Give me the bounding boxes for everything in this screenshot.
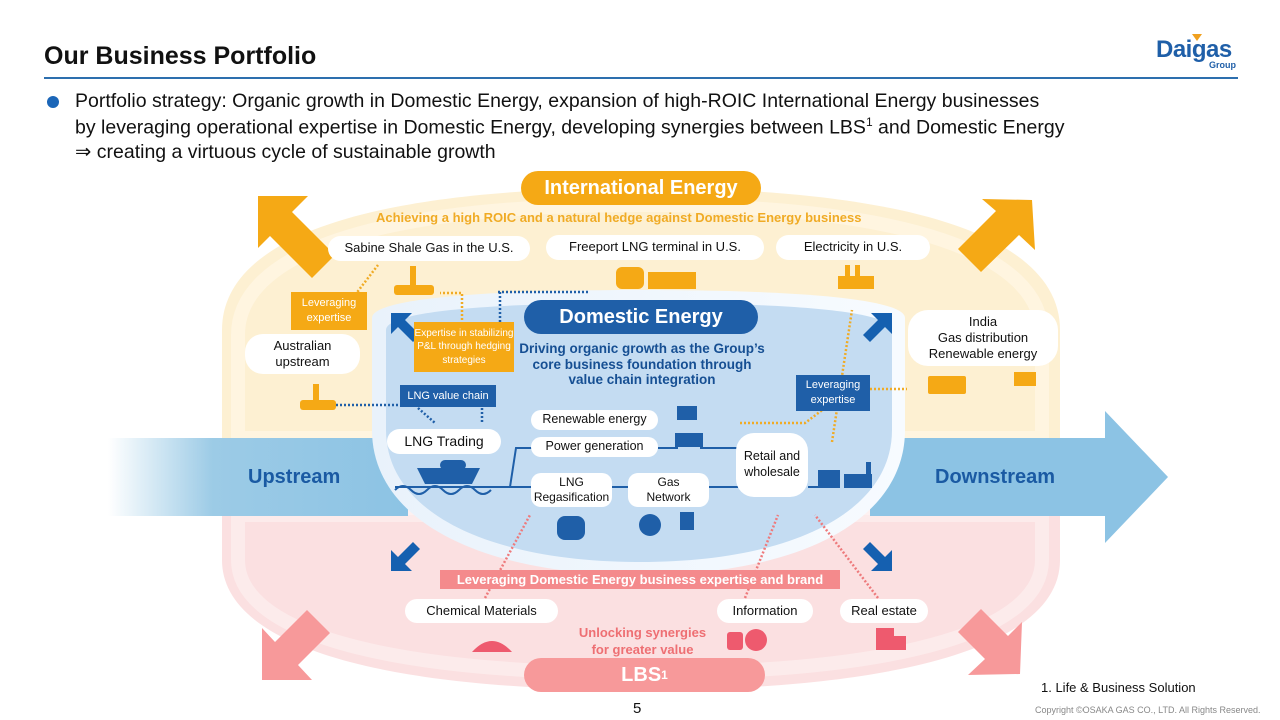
international-ring-highlight [231, 197, 1049, 445]
item-freeport-lng: Freeport LNG terminal in U.S. [546, 235, 764, 260]
item-renewable-energy: Renewable energy [531, 410, 658, 430]
page-title: Our Business Portfolio [44, 42, 317, 70]
blue-dotted-connectors [336, 290, 590, 424]
domestic-energy-subtitle: Driving organic growth as the Group’s co… [519, 341, 765, 388]
wave-icon [394, 485, 492, 495]
international-energy-subtitle: Achieving a high ROIC and a natural hedg… [376, 210, 862, 225]
value-chain-lines [395, 447, 818, 488]
blue-arrow-ne [863, 313, 892, 342]
note-leveraging-expertise-orange: Leveraging expertise [291, 292, 367, 330]
logo-triangle-icon [1192, 34, 1202, 41]
downstream-label: Downstream [935, 466, 1056, 488]
item-sabine-shale-gas: Sabine Shale Gas in the U.S. [328, 236, 530, 261]
bullet-line-3: ⇒ creating a virtuous cycle of sustainab… [75, 141, 496, 163]
orange-icons [300, 265, 1036, 410]
domestic-energy-title: Domestic Energy [524, 300, 758, 334]
item-india: India Gas distribution Renewable energy [908, 310, 1058, 366]
bullet-icon [47, 96, 59, 108]
copyright: Copyright ©OSAKA GAS CO., LTD. All Right… [1035, 705, 1261, 715]
lbs-region [222, 515, 1060, 690]
logo-subtext: Group [1209, 60, 1236, 70]
item-retail-wholesale: Retail and wholesale [736, 433, 808, 497]
blue-arrow-se [863, 542, 892, 571]
pink-icons [472, 628, 906, 652]
pink-arrow-bottom-right [958, 609, 1022, 675]
daigas-logo: Daigas Group [1156, 34, 1238, 70]
lbs-title-text: LBS [621, 663, 662, 686]
orange-arrow-top-right [958, 199, 1035, 272]
blue-arrow-nw [391, 313, 420, 342]
item-lng-regasification: LNG Regasification [531, 473, 612, 507]
item-australian-upstream: Australian upstream [245, 334, 360, 374]
orange-arrow-top-left [258, 196, 335, 278]
upstream-band [108, 438, 408, 516]
footnote: 1. Life & Business Solution [1041, 680, 1196, 695]
item-lng-trading: LNG Trading [387, 429, 501, 454]
footnote-ref: 1 [865, 115, 873, 129]
international-energy-title: International Energy [521, 171, 761, 205]
lbs-leveraging-bar: Leveraging Domestic Energy business expe… [440, 570, 840, 589]
bullet-line-2-end: and Domestic Energy [872, 116, 1065, 139]
blue-icons [417, 406, 872, 540]
pink-dotted-connectors [483, 514, 879, 599]
item-electricity-us: Electricity in U.S. [776, 235, 930, 260]
note-leveraging-expertise-blue: Leveraging expertise [796, 375, 870, 411]
note-lng-value-chain: LNG value chain [400, 385, 496, 407]
item-chemical-materials: Chemical Materials [405, 599, 558, 623]
item-information: Information [717, 599, 813, 623]
item-gas-network: Gas Network [628, 473, 709, 507]
bullet-line-1: Portfolio strategy: Organic growth in Do… [75, 90, 1040, 112]
blue-arrow-sw [391, 542, 420, 571]
item-power-generation: Power generation [531, 437, 658, 457]
pink-arrow-bottom-left [262, 610, 330, 680]
item-real-estate: Real estate [840, 599, 928, 623]
note-hedging-expertise: Expertise in stabilizing P&L through hed… [414, 322, 514, 372]
bullet-line-2: by leveraging operational expertise in D… [75, 115, 1064, 140]
orange-dotted-connectors [354, 264, 907, 443]
logo-text: Daigas [1156, 36, 1232, 63]
title-divider [44, 77, 1238, 79]
downstream-arrow [870, 411, 1168, 543]
bullet-line-2-text: by leveraging operational expertise in D… [75, 116, 866, 139]
lbs-subtitle: Unlocking synergies for greater value [578, 625, 707, 657]
upstream-label: Upstream [248, 466, 341, 488]
lbs-footnote-ref: 1 [661, 668, 668, 682]
page-number: 5 [633, 700, 642, 717]
